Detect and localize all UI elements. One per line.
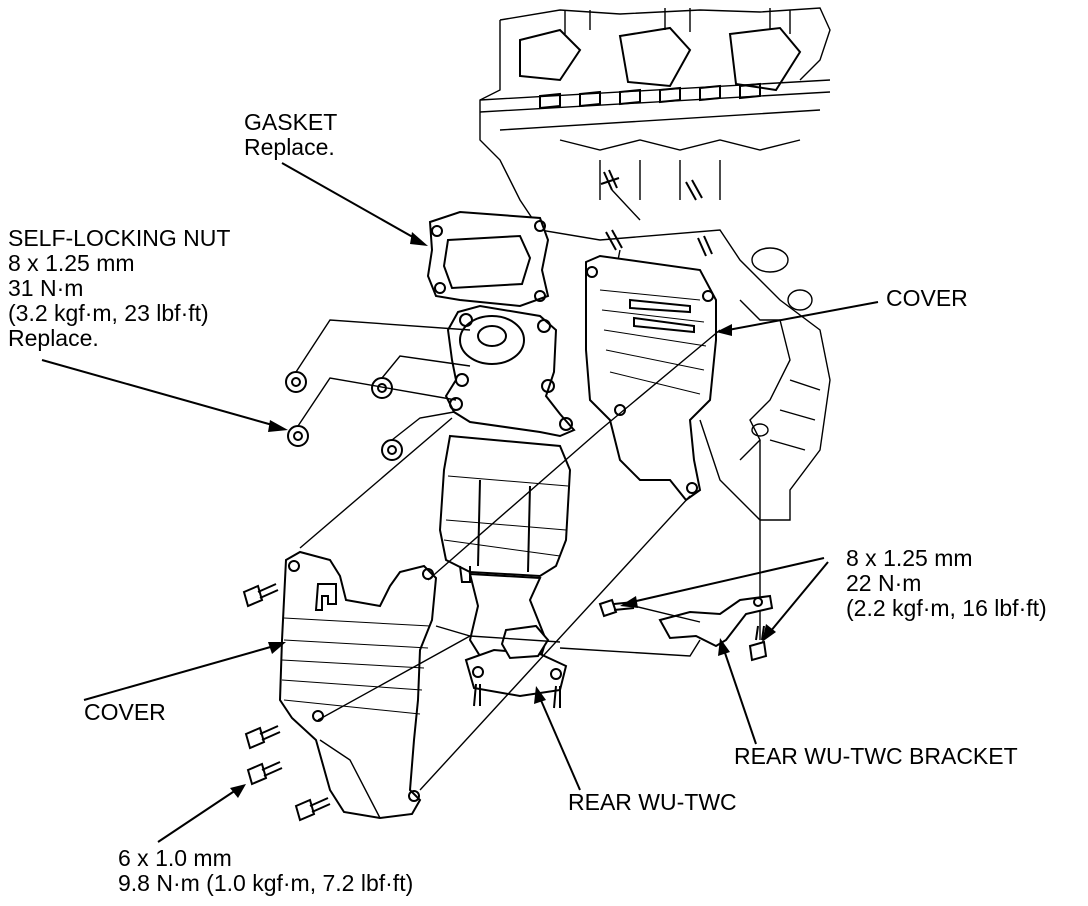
cover-right-part	[585, 254, 717, 502]
bolt-8mm-torque: 22 N·m	[846, 570, 922, 596]
cover-left-label: COVER	[84, 700, 166, 725]
rear-twc-label: REAR WU-TWC	[568, 790, 737, 815]
bolt-6mm-size: 6 x 1.0 mm	[118, 845, 232, 871]
bolt-8mm-torque-alt: (2.2 kgf·m, 16 lbf·ft)	[846, 595, 1047, 621]
self-locking-nut-size: 8 x 1.25 mm	[8, 250, 135, 276]
rear-twc-text: REAR WU-TWC	[568, 789, 737, 815]
rear-bracket-label: REAR WU-TWC BRACKET	[734, 744, 1018, 769]
gasket-part	[426, 210, 550, 308]
self-locking-nut-torque: 31 N·m	[8, 275, 84, 301]
bracket-part	[598, 594, 774, 662]
rear-twc-part	[438, 304, 576, 709]
cover-left-text: COVER	[84, 699, 166, 725]
rear-bracket-text: REAR WU-TWC BRACKET	[734, 743, 1018, 769]
cover-left-part	[278, 550, 438, 820]
bolt-6mm-label: 6 x 1.0 mm 9.8 N·m (1.0 kgf·m, 7.2 lbf·f…	[118, 846, 413, 896]
leader-lines	[41, 162, 879, 843]
self-locking-nut-note: Replace.	[8, 325, 99, 351]
cover-right-label: COVER	[886, 286, 968, 311]
gasket-note: Replace.	[244, 134, 335, 160]
cover-right-text: COVER	[886, 285, 968, 311]
self-locking-nut-title: SELF-LOCKING NUT	[8, 225, 231, 251]
alignment-lines	[295, 319, 721, 819]
gasket-title: GASKET	[244, 109, 338, 135]
bolt-8mm-label: 8 x 1.25 mm 22 N·m (2.2 kgf·m, 16 lbf·ft…	[846, 546, 1047, 621]
bolt-6mm-torque: 9.8 N·m (1.0 kgf·m, 7.2 lbf·ft)	[118, 870, 414, 896]
engine-block	[479, 7, 831, 640]
self-locking-nut-label: SELF-LOCKING NUT 8 x 1.25 mm 31 N·m (3.2…	[8, 226, 230, 351]
gasket-label: GASKET Replace.	[244, 110, 337, 160]
self-locking-nuts	[285, 371, 403, 461]
bolt-8mm-size: 8 x 1.25 mm	[846, 545, 973, 571]
cover-bolts	[242, 583, 331, 822]
self-locking-nut-torque-alt: (3.2 kgf·m, 23 lbf·ft)	[8, 300, 209, 326]
